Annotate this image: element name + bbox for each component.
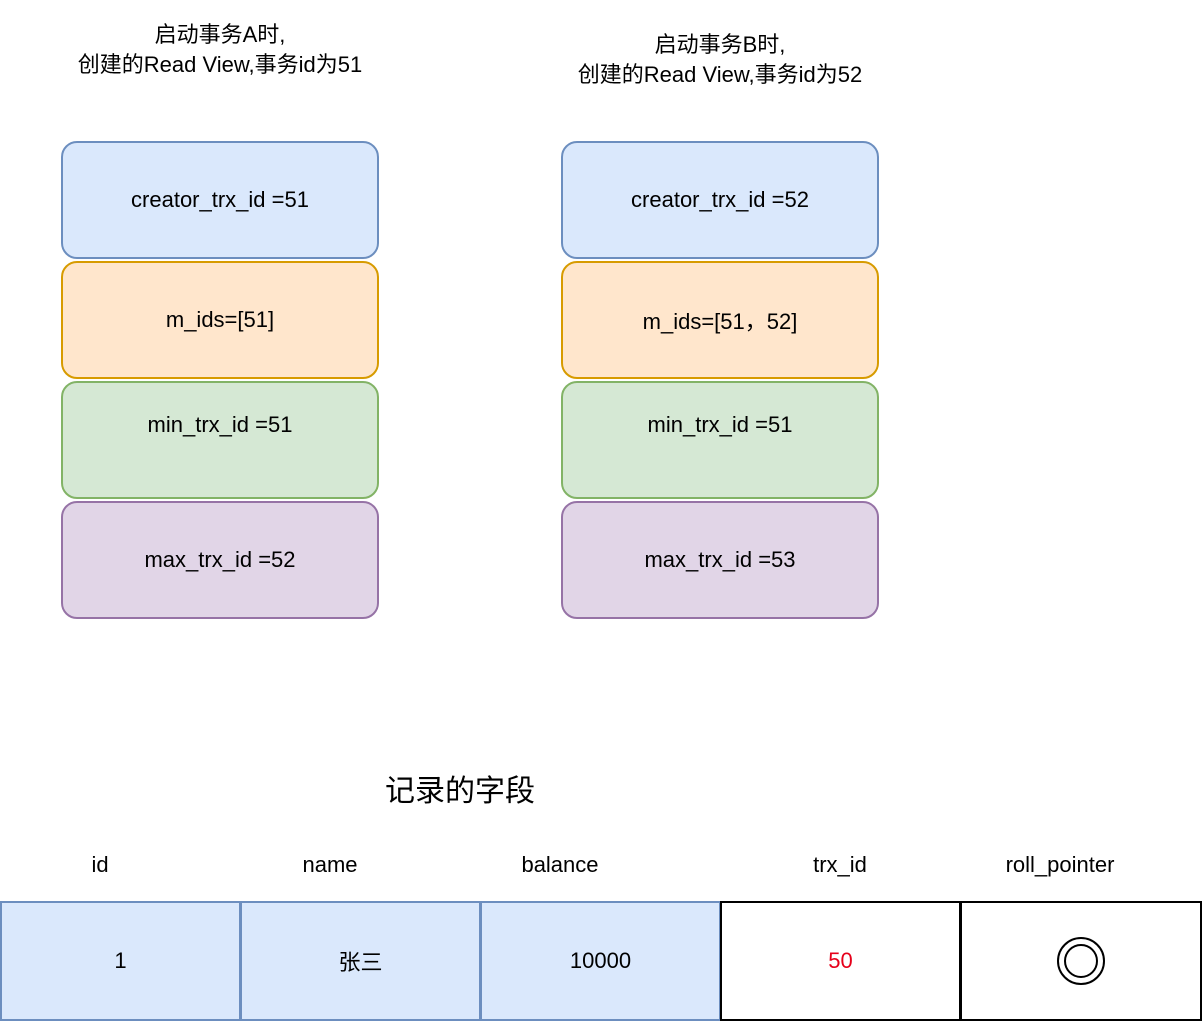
read-view-b-caption: 启动事务B时, 创建的Read View,事务id为52 [577,32,863,87]
record-header-name: name [302,852,358,877]
read-view-b-creator-trx-id-label: creator_trx_id =52 [631,187,809,212]
read-view-a-caption: 启动事务A时, 创建的Read View,事务id为51 [77,22,363,77]
read-view-a-max-trx-id-label: max_trx_id =52 [144,547,296,572]
read-view-b-max-trx-id: max_trx_id =53 [561,501,879,619]
read-view-b-creator-trx-id: creator_trx_id =52 [561,141,879,259]
double-circle-icon [1057,937,1105,985]
record-title: 记录的字段 [385,775,535,808]
read-view-b-min-trx-id-label: min_trx_id =51 [647,412,793,437]
read-view-a-m-ids-label: m_ids=[51] [165,307,275,332]
record-header-roll-pointer: roll_pointer [1005,852,1115,877]
record-cell-trx-id-value: 50 [828,948,853,973]
record-cell-id: 1 [0,901,241,1021]
read-view-a-creator-trx-id-label: creator_trx_id =51 [131,187,309,212]
read-view-b-m-ids-label: m_ids=[51，52] [642,309,798,334]
record-cell-id-value: 1 [114,948,127,973]
record-cell-balance: 10000 [480,901,721,1021]
read-view-a-creator-trx-id: creator_trx_id =51 [61,141,379,259]
read-view-a-min-trx-id-label: min_trx_id =51 [147,412,293,437]
record-header-balance: balance [521,852,599,877]
record-cell-roll-pointer [960,901,1202,1021]
read-view-b-m-ids: m_ids=[51，52] [561,261,879,379]
read-view-a-min-trx-id: min_trx_id =51 [61,381,379,499]
record-cell-name: 张三 [240,901,481,1021]
record-cell-name-value: 张三 [338,950,383,975]
read-view-b-min-trx-id: min_trx_id =51 [561,381,879,499]
record-header-id: id [91,852,109,877]
record-header-trx-id: trx_id [813,852,867,877]
read-view-a-m-ids: m_ids=[51] [61,261,379,379]
record-cell-balance-value: 10000 [569,948,632,973]
read-view-a-max-trx-id: max_trx_id =52 [61,501,379,619]
read-view-b-max-trx-id-label: max_trx_id =53 [644,547,796,572]
record-cell-trx-id: 50 [720,901,961,1021]
